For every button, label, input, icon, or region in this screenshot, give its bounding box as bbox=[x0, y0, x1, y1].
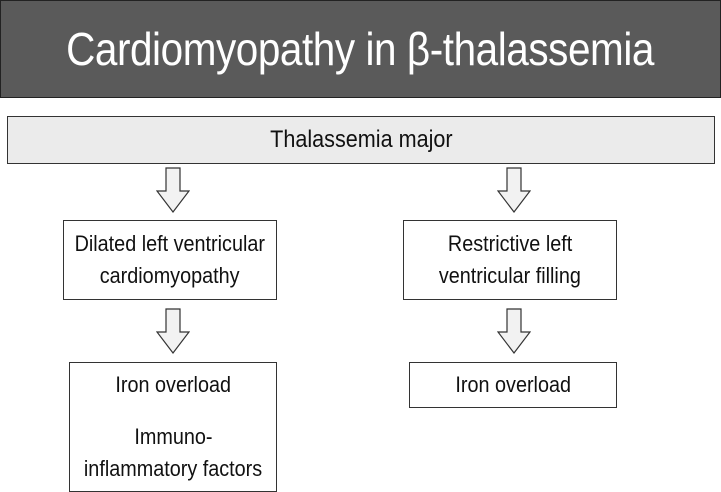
node-restrictive-line-2: ventricular filling bbox=[439, 263, 581, 288]
node-dilated-line-1: Dilated left ventricular bbox=[74, 231, 266, 257]
node-restrictive-filling: Restrictive left ventricular filling bbox=[403, 220, 617, 300]
title-bar: Cardiomyopathy in β-thalassemia bbox=[0, 0, 721, 98]
diagram-title: Cardiomyopathy in β-thalassemia bbox=[66, 23, 655, 75]
node-right-cause-iron-overload: Iron overload bbox=[455, 372, 571, 398]
node-left-cause-iron-overload: Iron overload bbox=[115, 372, 231, 398]
node-thalassemia-major: Thalassemia major bbox=[7, 116, 715, 164]
node-left-cause-immuno-line-2: inflammatory factors bbox=[83, 455, 263, 481]
node-thalassemia-major-label: Thalassemia major bbox=[269, 125, 453, 153]
node-dilated-line-2: cardiomyopathy bbox=[100, 263, 240, 288]
node-restrictive-line-1: Restrictive left bbox=[447, 231, 573, 257]
arrow-root-to-left-icon bbox=[156, 167, 190, 213]
node-right-cause: Iron overload bbox=[409, 362, 617, 408]
node-left-cause-immuno-line-1: Immuno- bbox=[133, 424, 213, 450]
arrow-left-mid-to-bottom-icon bbox=[156, 308, 190, 354]
node-dilated-cardiomyopathy: Dilated left ventricular cardiomyopathy bbox=[63, 220, 277, 300]
arrow-right-mid-to-bottom-icon bbox=[497, 308, 531, 354]
arrow-root-to-right-icon bbox=[497, 167, 531, 213]
node-left-causes: Iron overload Immuno- inflammatory facto… bbox=[69, 362, 277, 492]
